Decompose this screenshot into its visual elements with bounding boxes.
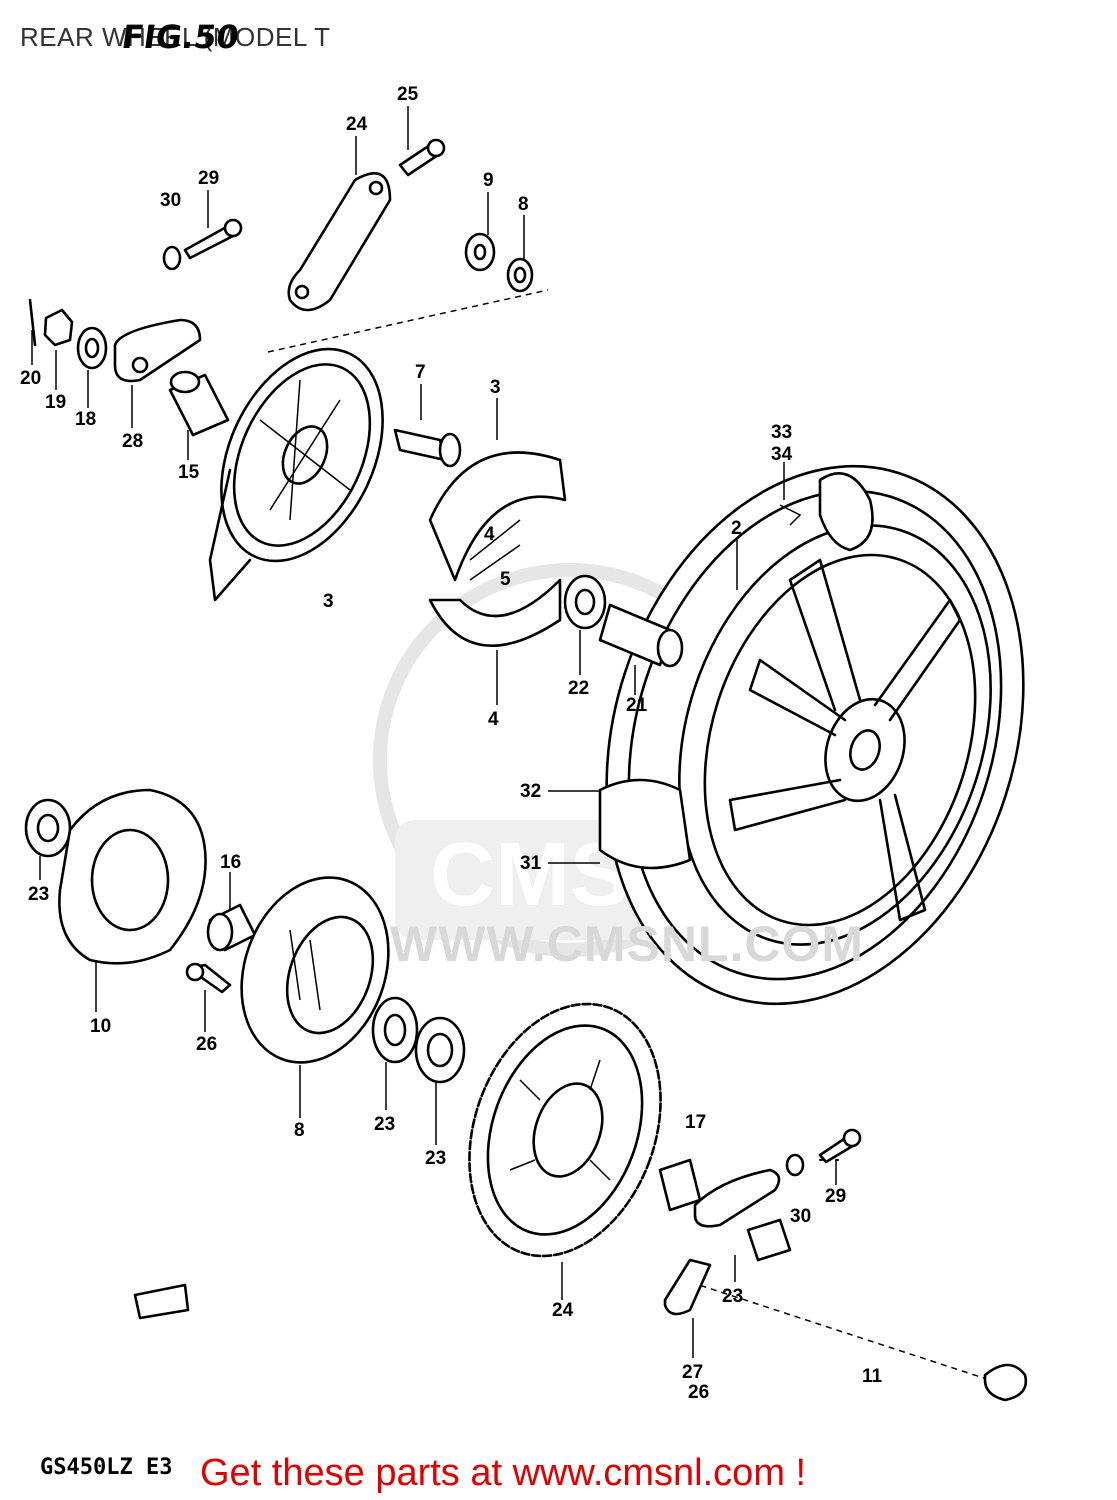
callout-5: 7 xyxy=(415,362,426,383)
callout-14: 18 xyxy=(75,409,96,430)
callout-30-b: 30 xyxy=(790,1206,811,1227)
axle-right-parts xyxy=(658,1128,1028,1402)
callout-6: 8 xyxy=(518,194,529,215)
callout-3-bottom: 4 xyxy=(488,709,499,730)
watermark-logo-text: CMS xyxy=(430,825,630,925)
callout-20: 23 xyxy=(374,1114,395,1135)
callout-11: 15 xyxy=(178,462,200,483)
callout-4-a: 4 xyxy=(484,524,495,545)
callout-1: 2 xyxy=(731,518,742,539)
callout-24: 24 xyxy=(552,1300,574,1321)
callout-10: 11 xyxy=(862,1366,883,1387)
callout-26: 26 xyxy=(688,1382,709,1403)
callout-17: 21 xyxy=(626,695,648,716)
callout-23-b: 23 xyxy=(722,1286,743,1307)
rear-wheel-part xyxy=(598,464,1025,1006)
torque-link-part xyxy=(287,138,446,312)
callout-33: 33 xyxy=(771,422,792,443)
sprocket-drum-part xyxy=(240,876,390,1064)
rear-sprocket-part xyxy=(468,1002,662,1258)
figure-label: FIG.50 xyxy=(119,18,242,56)
callout-29-b: 29 xyxy=(825,1186,846,1207)
callout-16: 20 xyxy=(20,368,41,389)
stamp-mark xyxy=(133,1283,190,1320)
axle-left-parts xyxy=(28,298,230,437)
callout-19: 23 xyxy=(28,884,49,905)
wheel-spacer-part xyxy=(563,574,684,668)
callout-8: 8 xyxy=(294,1120,305,1141)
callout-9: 10 xyxy=(90,1016,111,1037)
callout-numbers: 25 24 29 30 9 8 20 19 18 28 15 7 3 4 5 3… xyxy=(20,84,883,1403)
callout-18: 22 xyxy=(568,678,589,699)
callout-4-b: 5 xyxy=(500,569,511,590)
callout-2: 3 xyxy=(323,591,334,612)
drum-bearing-part xyxy=(371,996,466,1084)
callout-29: 29 xyxy=(198,168,219,189)
callout-7: 9 xyxy=(483,170,494,191)
callout-12: 16 xyxy=(220,852,241,873)
leader-lines xyxy=(31,106,837,1358)
cush-drive-part xyxy=(24,788,207,965)
callout-23-a: 23 xyxy=(425,1148,446,1169)
callout-22: 25 xyxy=(397,84,419,105)
callout-15: 19 xyxy=(45,392,66,413)
washers-part xyxy=(162,218,534,293)
callout-32: 32 xyxy=(520,781,541,802)
callout-27: 27 xyxy=(682,1362,703,1383)
callout-13: 17 xyxy=(685,1112,706,1133)
brake-shoes-part xyxy=(428,451,567,648)
callout-31: 31 xyxy=(520,853,542,874)
brake-cam-part xyxy=(393,428,462,468)
callout-34: 34 xyxy=(771,444,793,465)
sprocket-spacer-part xyxy=(185,903,257,994)
page-title: REAR WHEEL (MODEL T xyxy=(20,22,331,52)
callout-21: 24 xyxy=(346,114,368,135)
callout-25: 26 xyxy=(196,1034,217,1055)
callout-3-top: 3 xyxy=(490,377,501,398)
model-code: GS450LZ E3 xyxy=(40,1455,173,1480)
cmsnl-parts-link[interactable]: Get these parts at www.cmsnl.com ! xyxy=(200,1452,807,1494)
callout-30: 30 xyxy=(160,190,181,211)
watermark-text: WWW.CMSNL.COM xyxy=(390,916,865,972)
brake-panel-part xyxy=(208,347,384,602)
callout-28: 28 xyxy=(122,431,143,452)
